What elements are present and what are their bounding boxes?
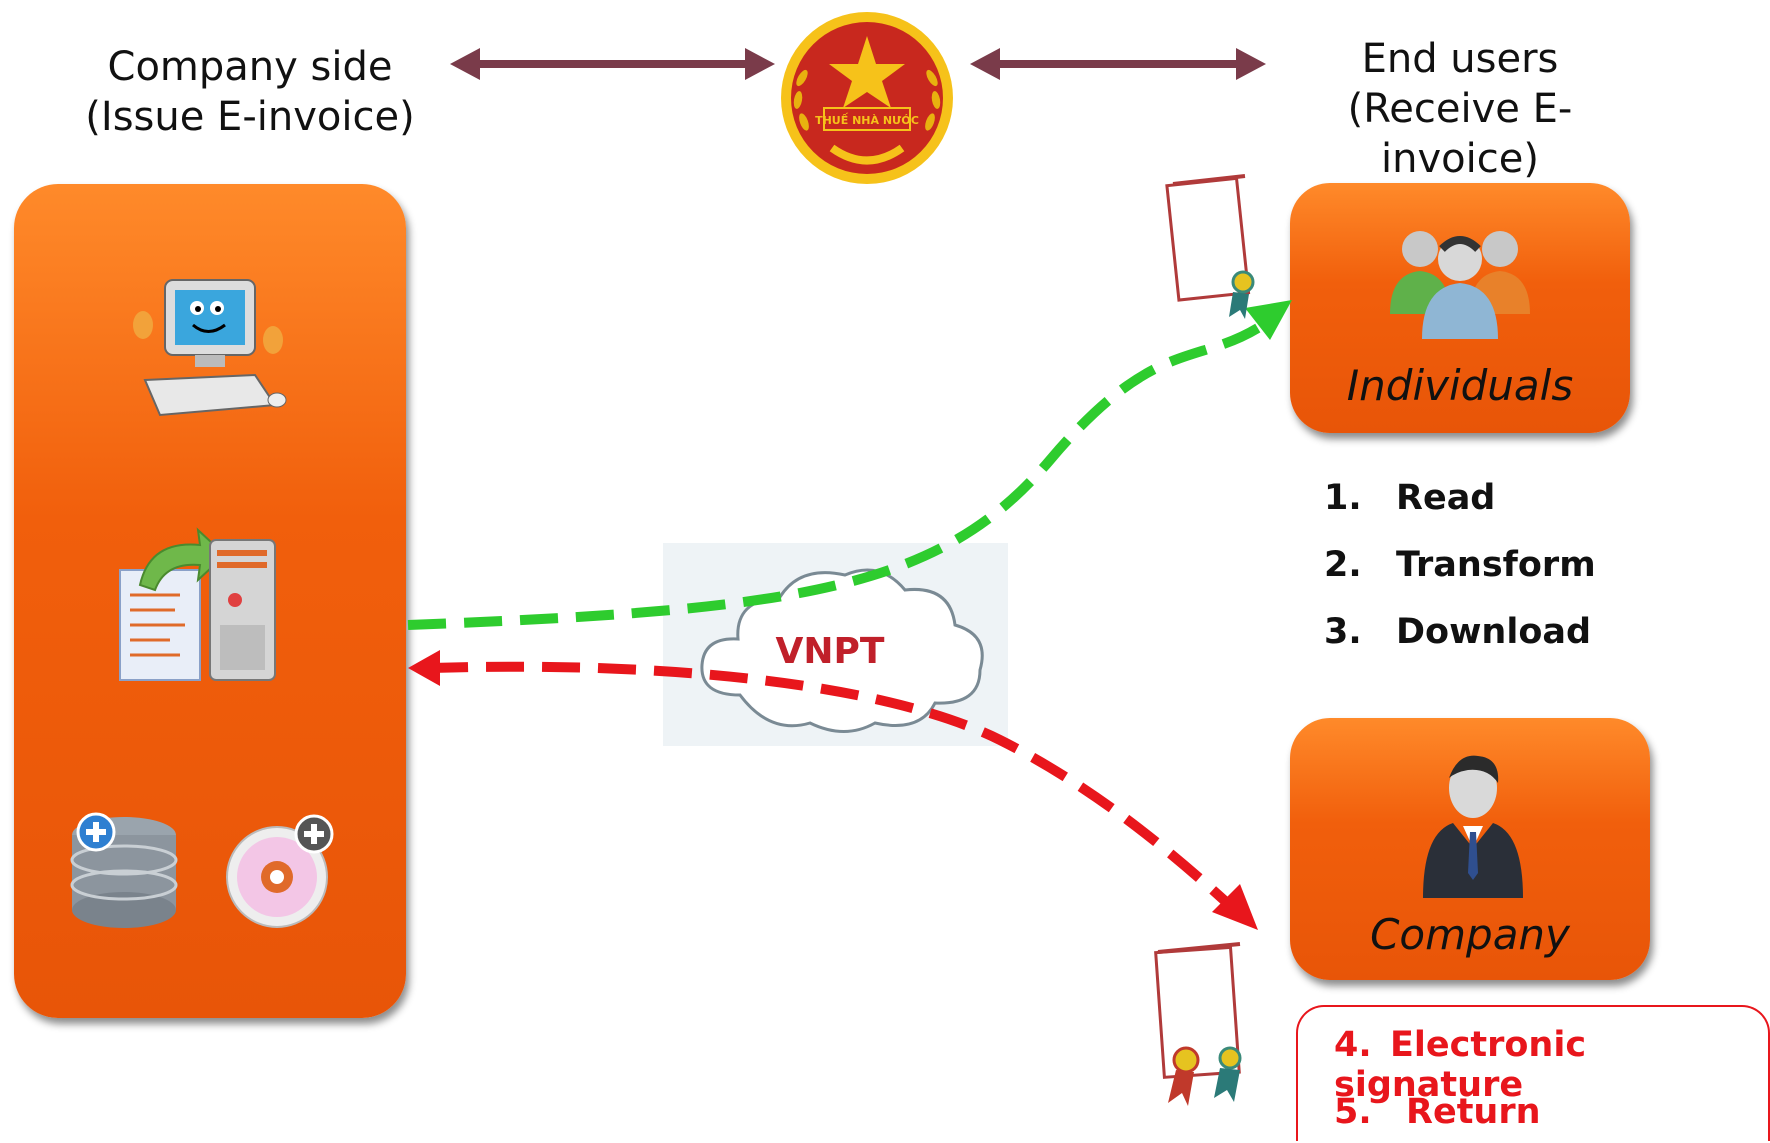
list-item: 5. Return	[1334, 1092, 1541, 1132]
step-number: 4.	[1334, 1025, 1372, 1065]
company-side-title: Company side	[107, 44, 393, 90]
company-box: Company	[1290, 718, 1650, 980]
database-add-icon	[70, 812, 178, 928]
list-item: 1. Read	[1324, 478, 1495, 518]
end-users-subtitle: (Receive E-invoice)	[1347, 86, 1573, 182]
step-number: 3.	[1324, 612, 1362, 652]
company-label: Company	[1370, 910, 1570, 959]
step-text: Download	[1396, 612, 1592, 652]
step-text: Read	[1396, 478, 1496, 518]
step-number: 1.	[1324, 478, 1362, 518]
businessman-icon	[1423, 755, 1523, 898]
users-group-icon	[1390, 231, 1530, 339]
top-left-double-arrow	[450, 48, 775, 80]
step-number: 2.	[1324, 545, 1362, 585]
company-side-subtitle: (Issue E-invoice)	[85, 94, 415, 140]
emblem-text: THUẾ NHÀ NƯỚC	[815, 112, 919, 127]
step-text: Return	[1406, 1092, 1541, 1132]
company-side-heading: Company side (Issue E-invoice)	[40, 42, 460, 142]
step-text: Transform	[1396, 545, 1596, 585]
certificate-icon	[1154, 942, 1242, 1106]
individuals-label: Individuals	[1346, 361, 1574, 410]
step-text: Electronic signature	[1334, 1025, 1587, 1105]
end-users-title: End users	[1361, 36, 1559, 82]
document-server-icon	[119, 527, 276, 681]
certificate-icon	[1165, 174, 1255, 319]
cd-add-icon	[226, 814, 334, 928]
list-item: 4.Electronic signature	[1334, 1025, 1768, 1105]
individuals-box: Individuals	[1290, 183, 1630, 433]
list-item: 2. Transform	[1324, 545, 1596, 585]
step-number: 5.	[1334, 1092, 1372, 1132]
company-steps-box: 4.Electronic signature 5. Return	[1296, 1005, 1770, 1141]
cloud-label: VNPT	[776, 631, 885, 672]
top-right-double-arrow	[970, 48, 1266, 80]
emblem-icon: THUẾ NHÀ NƯỚC	[781, 12, 953, 184]
end-users-heading: End users (Receive E-invoice)	[1270, 34, 1650, 184]
computer-mascot-icon	[133, 279, 287, 417]
cloud-icon: VNPT	[700, 568, 984, 733]
list-item: 3. Download	[1324, 612, 1591, 652]
